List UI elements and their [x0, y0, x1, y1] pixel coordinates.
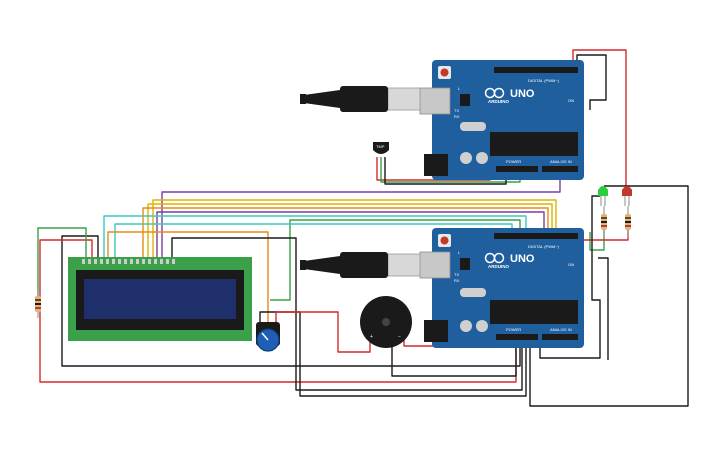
analog-label: ANALOG IN: [550, 327, 572, 332]
lcd-screen: [84, 279, 236, 319]
usb-cable-bottom: [300, 252, 421, 278]
digital-header: [494, 233, 578, 239]
crystal: [460, 122, 486, 131]
wire-orange-lcd-pot[interactable]: [107, 231, 269, 322]
led-red[interactable]: [622, 186, 632, 206]
wire-black-buzzer[interactable]: [391, 338, 517, 377]
board-model: UNO: [510, 88, 535, 100]
power-header: [496, 334, 538, 340]
small-chip: [460, 258, 470, 270]
wire-yellow-bus-2[interactable]: [147, 203, 553, 258]
microcontroller-chip: [490, 132, 578, 156]
tx-label: TX: [454, 272, 459, 277]
wire-black-top-gnd[interactable]: [576, 54, 607, 110]
buzzer-plus-label: +: [370, 334, 373, 340]
header-label: DIGITAL (PWM~): [528, 244, 560, 249]
wire-black-lcd-k[interactable]: [171, 237, 523, 391]
reset-knob: [440, 68, 449, 77]
arduino-logo-icon: [484, 252, 505, 264]
wire-green-bus[interactable]: [270, 219, 521, 301]
resistor-green-led[interactable]: [601, 206, 607, 238]
arduino-top[interactable]: ARDUINO UNO DIGITAL (PWM~) POWER ANALOG …: [419, 60, 584, 180]
header-label: DIGITAL (PWM~): [528, 78, 560, 83]
on-label: ON: [568, 98, 574, 103]
wire-purple-bus[interactable]: [161, 172, 561, 258]
power-header: [496, 166, 538, 172]
lcd-pins: [82, 259, 175, 264]
power-label: POWER: [506, 159, 521, 164]
temperature-sensor[interactable]: TMP: [373, 142, 389, 154]
wire-black-led-gnd[interactable]: [539, 195, 601, 359]
buzzer-minus-label: −: [398, 334, 401, 340]
board-brand: ARDUINO: [488, 99, 509, 104]
on-label: ON: [568, 262, 574, 267]
wire-black-led-loop[interactable]: [529, 185, 689, 407]
arduino-bottom[interactable]: ARDUINO UNO DIGITAL (PWM~) POWER ANALOG …: [419, 228, 584, 348]
tmp-label: TMP: [376, 144, 385, 149]
resistor-lcd-backlight[interactable]: [35, 290, 41, 318]
wire-black-lcd-gnd[interactable]: [61, 235, 521, 367]
wire-purple-bus-2[interactable]: [156, 211, 545, 258]
led-green[interactable]: [598, 186, 608, 206]
capacitor-2: [476, 152, 488, 164]
usb-port: [419, 251, 451, 279]
power-jack: [424, 320, 448, 342]
capacitor-1: [460, 152, 472, 164]
usb-cable-top: [300, 86, 421, 112]
rx-label: RX: [454, 114, 460, 119]
microcontroller-chip: [490, 300, 578, 324]
tx-label: TX: [454, 108, 459, 113]
board-brand: ARDUINO: [488, 264, 509, 269]
analog-header: [542, 166, 578, 172]
lcd-module[interactable]: [68, 257, 252, 341]
reset-knob: [440, 236, 449, 245]
piezo-buzzer[interactable]: + −: [360, 296, 412, 348]
capacitor-2: [476, 320, 488, 332]
wire-red-pot[interactable]: [275, 311, 371, 353]
board-model: UNO: [510, 253, 535, 265]
wire-black-right-loop[interactable]: [598, 257, 609, 360]
power-label: POWER: [506, 327, 521, 332]
wire-black-pot[interactable]: [259, 311, 527, 397]
capacitor-1: [460, 320, 472, 332]
analog-header: [542, 334, 578, 340]
crystal: [460, 288, 486, 297]
wire-green-resistor[interactable]: [37, 227, 87, 296]
potentiometer[interactable]: [256, 322, 280, 352]
l-label: L: [458, 86, 461, 91]
analog-label: ANALOG IN: [550, 159, 572, 164]
wire-orange-bus[interactable]: [142, 207, 549, 258]
small-chip: [460, 94, 470, 106]
wire-teal-bus[interactable]: [103, 215, 527, 258]
l-label: L: [458, 250, 461, 255]
usb-port: [419, 87, 451, 115]
arduino-logo-icon: [484, 87, 505, 99]
wire-yellow-bus-1[interactable]: [152, 199, 557, 258]
digital-header: [494, 67, 578, 73]
power-jack: [424, 154, 448, 176]
resistor-red-led[interactable]: [625, 206, 631, 238]
rx-label: RX: [454, 278, 460, 283]
